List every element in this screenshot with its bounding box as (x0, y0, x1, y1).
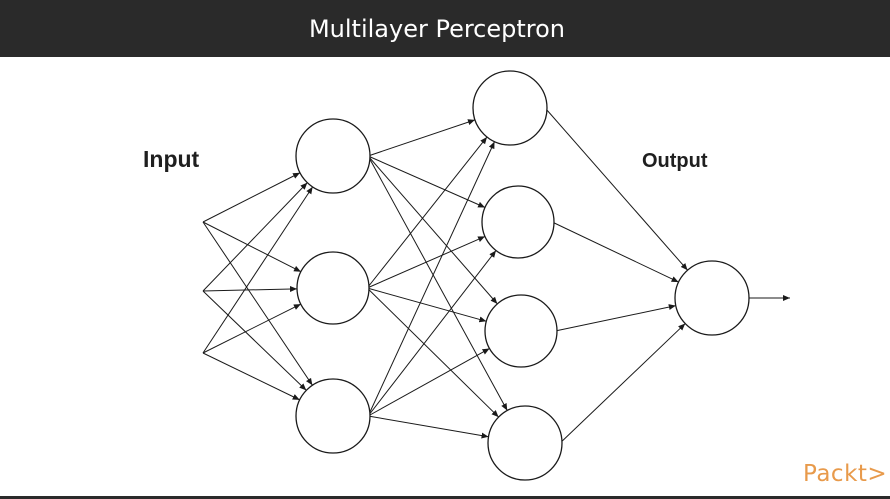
edge-h1-2-to-h2-4 (366, 287, 499, 418)
bottom-rule (0, 496, 890, 499)
edge-h1-3-to-h2-4 (368, 415, 489, 439)
title-bar: Multilayer Perceptron (0, 0, 890, 57)
edge-h1-3-to-h2-1 (367, 141, 495, 417)
edge-h2-3-to-output (555, 304, 676, 332)
edge-input-3-to-h1-1 (202, 186, 314, 354)
edge-h1-3-to-h2-3 (367, 348, 490, 417)
hidden2-node-1 (472, 70, 548, 146)
edge-h1-2-to-h2-1 (366, 136, 488, 289)
edge-h1-1-to-h2-4 (367, 155, 508, 411)
edge-h2-1-to-output (544, 107, 688, 271)
edge-h1-1-to-h2-2 (367, 155, 486, 208)
hidden1-node-3 (295, 378, 371, 454)
slide-title: Multilayer Perceptron (308, 14, 566, 43)
edge-h2-4-to-output (559, 323, 686, 444)
output-label: Output (642, 150, 708, 172)
packt-logo: Packt> (803, 461, 888, 487)
connections (202, 107, 790, 444)
neurons (295, 70, 750, 481)
edge-h2-2-to-output (551, 221, 679, 283)
edge-h1-1-to-h2-3 (367, 155, 498, 305)
hidden2-node-3 (484, 294, 558, 368)
output-node (674, 260, 750, 336)
hidden1-node-1 (295, 118, 371, 194)
hidden2-node-2 (481, 185, 555, 259)
edge-input-1-to-h1-1 (202, 172, 301, 223)
edge-input-2-to-h1-1 (202, 182, 308, 292)
edge-input-2-to-h1-2 (202, 285, 298, 292)
edge-input-3-to-h1-3 (202, 352, 300, 401)
edge-h1-1-to-h2-1 (367, 119, 476, 157)
input-label: Input (143, 146, 200, 172)
edge-input-1-to-h1-3 (202, 221, 313, 386)
hidden2-node-4 (487, 405, 563, 481)
edge-input-2-to-h1-3 (202, 290, 307, 391)
edge-input-1-to-h1-2 (202, 221, 302, 273)
hidden1-node-2 (296, 251, 370, 325)
edge-h1-3-to-h2-2 (367, 250, 497, 417)
edge-h1-2-to-h2-2 (366, 235, 486, 289)
edge-input-3-to-h1-2 (202, 303, 302, 354)
edge-h1-2-to-h2-3 (367, 287, 487, 323)
